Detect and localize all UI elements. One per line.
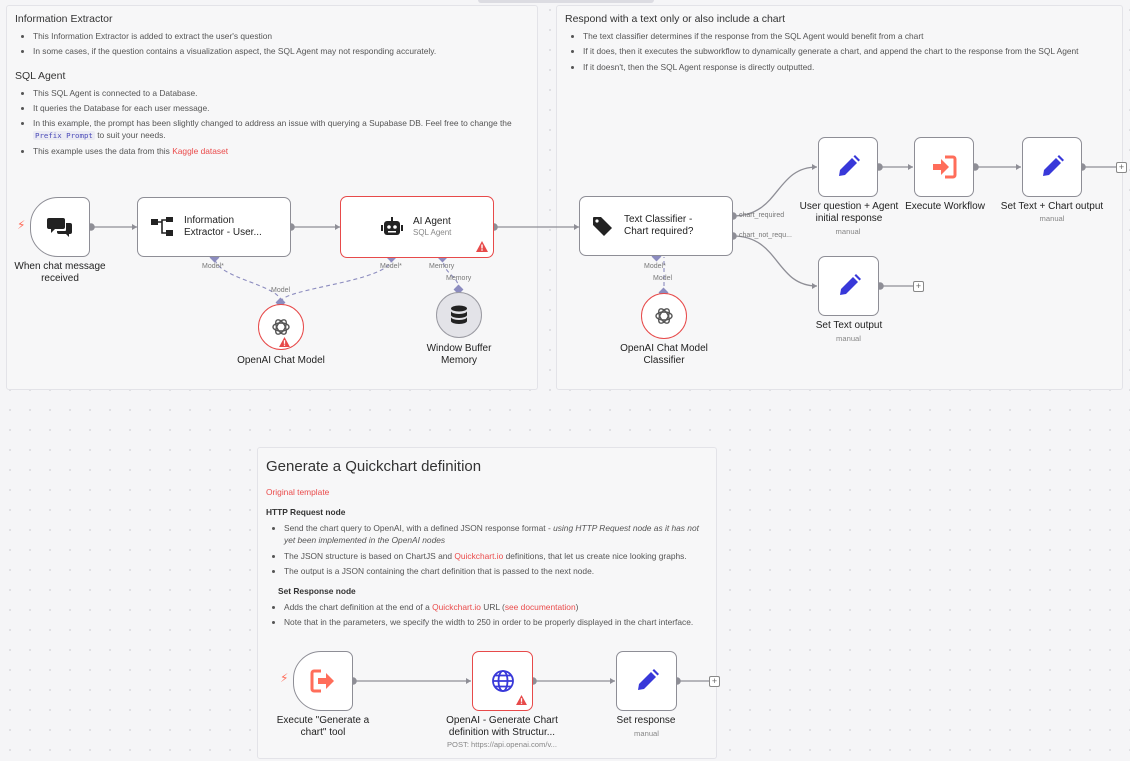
warning-icon[interactable] [476,241,488,252]
node-label: User question + Agent initial response [799,201,899,224]
quickchart-link[interactable]: Quickchart.io [432,602,481,613]
node-label: Set Text + Chart output [1000,201,1104,212]
note-title-information-extractor: Information Extractor [15,13,113,25]
trigger-bolt-icon: ⚡ [17,218,26,232]
node-openai-http-request[interactable] [472,651,533,711]
add-node-button[interactable]: + [1116,162,1127,173]
node-text-classifier[interactable]: Text Classifier - Chart required? [579,196,733,256]
note-item: This example uses the data from this Kag… [33,145,529,157]
port-label-chart-not-required: chart_not_requ... [739,232,792,239]
node-execute-trigger[interactable] [293,651,353,711]
extractor-icon [151,217,173,236]
port-label-chart-required: chart_required [739,212,785,219]
warning-icon[interactable] [279,337,290,347]
note-item: The JSON structure is based on ChartJS a… [284,550,708,562]
port-label-model: Model [271,287,291,294]
openai-icon [655,308,673,324]
chat-icon [47,218,72,237]
pencil-icon [637,669,659,690]
pencil-icon [839,274,861,295]
prefix-prompt-code: Prefix Prompt [33,131,95,141]
canvas-top-bar [478,0,654,3]
port-label-memory: Memory [429,263,455,270]
node-label: Set response [616,715,676,726]
node-set-text-output[interactable] [818,256,879,316]
quickchart-link[interactable]: Quickchart.io [454,550,504,561]
port-label-model: Model* [644,263,666,270]
note-title-quickchart: Generate a Quickchart definition [266,458,482,475]
node-subtitle: manual [835,227,861,236]
note-title-http-request: HTTP Request node [266,506,346,517]
documentation-link[interactable]: see documentation [504,602,576,613]
sign-in-icon [933,155,957,179]
original-template-link[interactable]: Original template [266,486,330,497]
node-label: When chat message received [14,261,106,284]
node-user-question[interactable] [818,137,878,197]
node-set-text-chart[interactable] [1022,137,1082,197]
pencil-icon [839,155,860,176]
node-set-response[interactable] [616,651,677,711]
database-icon [451,305,467,324]
node-label: Execute "Generate a chart" tool [276,715,370,738]
note-item: The output is a JSON containing the char… [284,565,708,577]
node-openai-classifier[interactable] [641,293,687,339]
add-node-button[interactable]: + [913,281,924,292]
robot-icon [381,217,403,235]
note-item: This Information Extractor is added to e… [33,30,529,42]
node-label: AI Agent [413,215,451,227]
node-label: OpenAI - Generate Chart definition with … [446,715,558,738]
note-item: The text classifier determines if the re… [583,30,1114,42]
node-ai-agent[interactable]: AI Agent SQL Agent [340,196,494,258]
note-title-respond: Respond with a text only or also include… [565,13,786,25]
openai-icon [272,319,290,335]
port-label-model: Model* [380,263,402,270]
node-openai-chat-model[interactable] [258,304,304,350]
sticky-note-quickchart[interactable]: Generate a Quickchart definition Origina… [257,447,717,759]
node-execute-workflow[interactable] [914,137,974,197]
note-item: It queries the Database for each user me… [33,102,529,114]
node-subtitle: SQL Agent [413,228,452,238]
note-item: This SQL Agent is connected to a Databas… [33,87,529,99]
node-subtitle: manual [836,334,861,343]
node-information-extractor[interactable]: Information Extractor - User... [137,197,291,257]
pencil-icon [1043,155,1064,176]
node-subtitle: manual [1039,214,1065,223]
node-label: Execute Workflow [905,201,985,212]
node-label: Set Text output [815,320,883,331]
sign-out-icon [310,669,334,693]
port-label-model: Model* [202,263,224,270]
note-title-set-response: Set Response node [278,585,356,596]
note-title-sql-agent: SQL Agent [15,69,66,82]
note-item: If it doesn't, then the SQL Agent respon… [583,61,1114,73]
node-label: OpenAI Chat Model Classifier [620,343,708,366]
tag-icon [593,217,612,236]
node-subtitle: manual [634,729,659,738]
trigger-bolt-icon: ⚡ [280,671,289,685]
node-label: Window Buffer Memory [426,343,492,366]
kaggle-dataset-link[interactable]: Kaggle dataset [172,146,229,157]
note-item: In some cases, if the question contains … [33,45,529,57]
node-window-buffer-memory[interactable] [436,292,482,338]
node-label: OpenAI Chat Model [237,355,325,366]
note-item: Send the chart query to OpenAI, with a d… [284,522,708,546]
globe-icon [491,670,514,692]
warning-icon[interactable] [516,695,527,705]
node-label: Information Extractor - User... [184,214,262,239]
node-subtitle: POST: https://api.openai.com/v... [446,740,558,749]
note-item: Adds the chart definition at the end of … [284,601,708,613]
node-label: Text Classifier - Chart required? [624,213,694,238]
port-label-memory: Memory [446,275,472,282]
note-item: If it does, then it executes the subwork… [583,45,1114,57]
port-label-model: Model [653,275,673,282]
note-item: Note that in the parameters, we specify … [284,616,708,628]
add-node-button[interactable]: + [709,676,720,687]
node-label-group: AI Agent SQL Agent [413,216,451,239]
note-item: In this example, the prompt has been sli… [33,117,529,142]
node-chat-trigger[interactable] [30,197,90,257]
